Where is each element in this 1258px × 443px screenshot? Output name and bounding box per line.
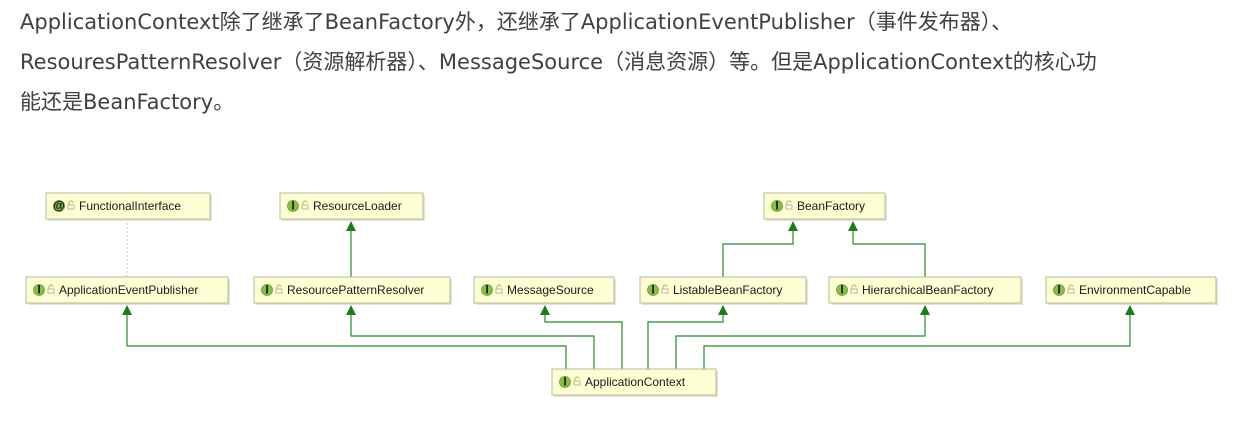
lock-icon bbox=[851, 284, 857, 289]
node-box bbox=[763, 192, 886, 220]
lock-body bbox=[661, 288, 669, 294]
badge-letter: I bbox=[563, 375, 566, 389]
node-label: ResourceLoader bbox=[313, 199, 402, 213]
interface-icon bbox=[836, 284, 848, 296]
interface-icon bbox=[559, 376, 571, 388]
arrow-head bbox=[848, 221, 858, 231]
node-box bbox=[25, 276, 229, 304]
node-box bbox=[551, 368, 717, 396]
badge-letter: I bbox=[775, 199, 778, 213]
lock-body bbox=[785, 204, 793, 210]
node-label: BeanFactory bbox=[797, 199, 865, 213]
node-label: EnvironmentCapable bbox=[1079, 283, 1191, 297]
arrow-head bbox=[788, 221, 798, 231]
lock-body bbox=[301, 204, 309, 210]
interface-icon bbox=[261, 284, 273, 296]
interface-icon bbox=[481, 284, 493, 296]
node-message-source: I MessageSource bbox=[473, 276, 616, 305]
edge-extends bbox=[350, 315, 595, 369]
lock-icon bbox=[48, 284, 54, 289]
lock-body bbox=[1067, 288, 1075, 294]
node-application-event-publisher: I ApplicationEventPublisher bbox=[25, 276, 230, 305]
badge-letter: I bbox=[651, 283, 654, 297]
lock-icon bbox=[1068, 284, 1074, 289]
arrow-head bbox=[1125, 305, 1135, 315]
lock-body bbox=[275, 288, 283, 294]
edge-extends bbox=[544, 315, 623, 369]
lock-icon bbox=[276, 284, 282, 289]
arrow-head bbox=[122, 305, 132, 315]
node-resource-pattern-resolver: I ResourcePatternResolver bbox=[253, 276, 452, 305]
node-label: ResourcePatternResolver bbox=[287, 283, 424, 297]
node-label: HierarchicalBeanFactory bbox=[862, 283, 993, 297]
paragraph-line-3: 能还是BeanFactory。 bbox=[20, 90, 235, 114]
interface-icon bbox=[771, 200, 783, 212]
edge-extends bbox=[703, 315, 1131, 369]
arrow-head bbox=[920, 305, 930, 315]
node-listable-bean-factory: I ListableBeanFactory bbox=[639, 276, 808, 305]
arrow-head bbox=[540, 305, 550, 315]
lock-icon bbox=[496, 284, 502, 289]
arrow-head bbox=[346, 305, 356, 315]
badge-letter: I bbox=[840, 283, 843, 297]
lock-icon bbox=[662, 284, 668, 289]
edge-extends bbox=[126, 315, 567, 369]
lock-icon bbox=[302, 200, 308, 205]
paragraph-line-2: ResouresPatternResolver（资源解析器）、MessageSo… bbox=[20, 50, 1097, 74]
interface-icon bbox=[647, 284, 659, 296]
annotation-icon bbox=[53, 200, 65, 212]
arrow-head bbox=[718, 305, 728, 315]
node-resource-loader: I ResourceLoader bbox=[279, 192, 425, 221]
arrow-head bbox=[346, 221, 356, 231]
interface-icon bbox=[33, 284, 45, 296]
lock-icon bbox=[68, 200, 74, 205]
node-label: FunctionalInterface bbox=[79, 199, 181, 213]
node-application-context: I ApplicationContext bbox=[551, 368, 718, 397]
edge-extends bbox=[852, 231, 926, 277]
lock-icon bbox=[786, 200, 792, 205]
lock-body bbox=[573, 380, 581, 386]
node-functional-interface: @ FunctionalInterface bbox=[45, 192, 212, 221]
intro-paragraph: ApplicationContext除了继承了BeanFactory外，还继承了… bbox=[20, 2, 1250, 122]
node-environment-capable: I EnvironmentCapable bbox=[1045, 276, 1218, 305]
interface-icon bbox=[287, 200, 299, 212]
badge-letter: I bbox=[265, 283, 268, 297]
edge-extends bbox=[675, 315, 926, 369]
lock-body bbox=[47, 288, 55, 294]
node-label: ListableBeanFactory bbox=[673, 283, 782, 297]
badge-letter: I bbox=[291, 199, 294, 213]
node-label: ApplicationContext bbox=[585, 375, 686, 389]
paragraph-line-1: ApplicationContext除了继承了BeanFactory外，还继承了… bbox=[20, 10, 1013, 34]
node-label: MessageSource bbox=[507, 283, 594, 297]
node-box bbox=[253, 276, 451, 304]
lock-body bbox=[495, 288, 503, 294]
badge-letter: @ bbox=[53, 199, 65, 213]
lock-body bbox=[850, 288, 858, 294]
edge-extends bbox=[647, 315, 724, 369]
node-label: ApplicationEventPublisher bbox=[59, 283, 198, 297]
edges-layer bbox=[122, 221, 1135, 369]
interface-icon bbox=[1053, 284, 1065, 296]
badge-letter: I bbox=[485, 283, 488, 297]
node-box bbox=[828, 276, 1022, 304]
badge-letter: I bbox=[1057, 283, 1060, 297]
lock-body bbox=[67, 204, 75, 210]
lock-icon bbox=[574, 376, 580, 381]
edge-extends bbox=[722, 231, 794, 277]
node-hierarchical-bean-factory: I HierarchicalBeanFactory bbox=[828, 276, 1023, 305]
node-bean-factory: I BeanFactory bbox=[763, 192, 887, 221]
badge-letter: I bbox=[37, 283, 40, 297]
